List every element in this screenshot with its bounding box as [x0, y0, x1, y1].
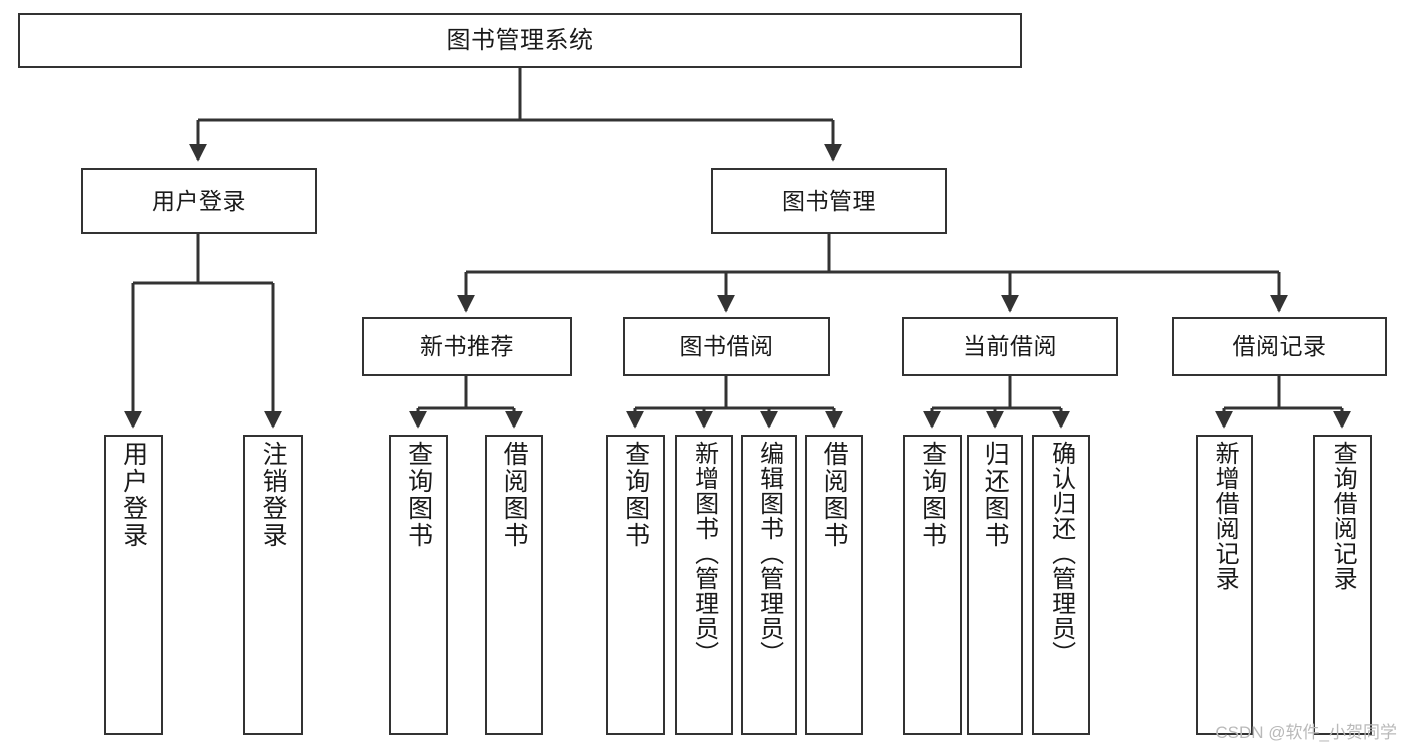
leaf-query-book-borrow[interactable]: 查询图书 — [606, 435, 665, 735]
leaf-add-borrow-record[interactable]: 新增借阅记录 — [1196, 435, 1253, 735]
node-new-book-recommend-label: 新书推荐 — [420, 333, 514, 360]
leaf-add-book-admin-label: 新增图书（管理员） — [690, 441, 718, 666]
leaf-add-book-admin[interactable]: 新增图书（管理员） — [675, 435, 733, 735]
leaf-return-book-label: 归还图书 — [981, 441, 1010, 549]
leaf-query-book-recommend-label: 查询图书 — [404, 441, 433, 549]
leaf-borrow-book-label: 借阅图书 — [820, 441, 849, 549]
node-book-management-label: 图书管理 — [782, 187, 876, 214]
leaf-query-book-current[interactable]: 查询图书 — [903, 435, 962, 735]
node-book-management[interactable]: 图书管理 — [711, 168, 947, 234]
node-book-borrow-label: 图书借阅 — [679, 333, 774, 360]
node-current-borrow-label: 当前借阅 — [963, 333, 1057, 360]
leaf-borrow-book[interactable]: 借阅图书 — [805, 435, 863, 735]
leaf-edit-book-admin-label: 编辑图书（管理员） — [755, 441, 783, 666]
node-current-borrow[interactable]: 当前借阅 — [902, 317, 1118, 376]
node-root-label: 图书管理系统 — [446, 26, 594, 54]
leaf-logout[interactable]: 注销登录 — [243, 435, 303, 735]
leaf-confirm-return-admin-label: 确认归还（管理员） — [1047, 441, 1075, 666]
leaf-user-login-label: 用户登录 — [119, 441, 148, 549]
node-borrow-records[interactable]: 借阅记录 — [1172, 317, 1387, 376]
node-book-borrow[interactable]: 图书借阅 — [623, 317, 830, 376]
leaf-return-book[interactable]: 归还图书 — [967, 435, 1023, 735]
leaf-query-book-borrow-label: 查询图书 — [621, 441, 650, 549]
leaf-borrow-book-recommend[interactable]: 借阅图书 — [485, 435, 543, 735]
node-root[interactable]: 图书管理系统 — [18, 13, 1022, 68]
leaf-query-borrow-record-label: 查询借阅记录 — [1329, 441, 1357, 591]
csdn-watermark: CSDN @软件_小贺同学 — [1215, 723, 1397, 742]
leaf-borrow-book-recommend-label: 借阅图书 — [500, 441, 529, 549]
leaf-confirm-return-admin[interactable]: 确认归还（管理员） — [1032, 435, 1090, 735]
leaf-logout-label: 注销登录 — [259, 441, 288, 549]
node-user-login-label: 用户登录 — [152, 187, 246, 214]
leaf-query-book-recommend[interactable]: 查询图书 — [389, 435, 448, 735]
leaf-query-borrow-record[interactable]: 查询借阅记录 — [1313, 435, 1372, 735]
node-new-book-recommend[interactable]: 新书推荐 — [362, 317, 572, 376]
node-borrow-records-label: 借阅记录 — [1232, 333, 1327, 360]
leaf-user-login[interactable]: 用户登录 — [104, 435, 163, 735]
leaf-edit-book-admin[interactable]: 编辑图书（管理员） — [741, 435, 797, 735]
leaf-query-book-current-label: 查询图书 — [918, 441, 947, 549]
leaf-add-borrow-record-label: 新增借阅记录 — [1211, 441, 1239, 591]
node-user-login[interactable]: 用户登录 — [81, 168, 317, 234]
